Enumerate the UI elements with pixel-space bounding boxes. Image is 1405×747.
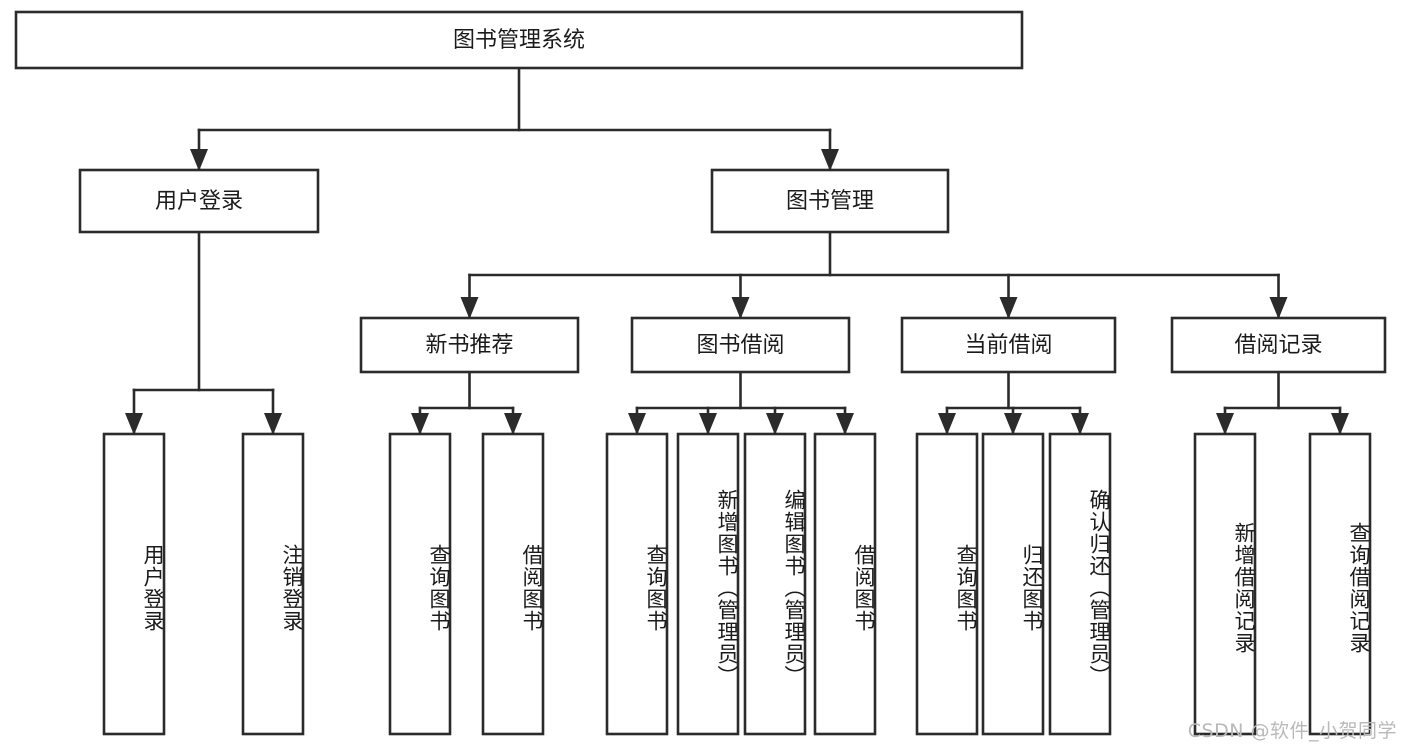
node-box-leaf-user-login [102, 432, 166, 736]
node-box-leaf-query-record [1308, 432, 1372, 736]
node-label-new-book-rec: 新书推荐 [425, 333, 513, 358]
node-box-current-borrow [900, 316, 1117, 374]
node-label-book-borrow: 图书借阅 [696, 333, 784, 358]
arrow-head [125, 413, 143, 435]
arrow-head [460, 297, 479, 319]
node-box-new-book-rec [359, 316, 580, 374]
arrow-head [731, 297, 750, 319]
arrow-head [1071, 413, 1089, 435]
node-box-leaf-confirm-return [1048, 432, 1112, 736]
arrow-head [766, 413, 784, 435]
node-box-leaf-add-record [1193, 432, 1257, 736]
arrow-head [999, 297, 1018, 319]
connector-layer [125, 66, 1349, 435]
node-box-borrow-record [1170, 316, 1387, 374]
arrow-head [1269, 297, 1288, 319]
arrow-head [504, 413, 522, 435]
arrow-head [938, 413, 956, 435]
arrow-head [836, 413, 854, 435]
watermark: CSDN @软件_小贺同学 [1187, 720, 1397, 742]
arrow-head [190, 149, 208, 171]
arrow-head [1004, 413, 1022, 435]
arrow-head [628, 413, 646, 435]
node-box-layer [14, 10, 1387, 736]
node-box-root [14, 10, 1024, 70]
node-box-leaf-query-book-rec [388, 432, 452, 736]
arrow-head [1216, 413, 1234, 435]
node-box-leaf-borrow-book-bb [813, 432, 877, 736]
node-label-book-manage: 图书管理 [786, 189, 874, 214]
node-label-user-login: 用户登录 [155, 189, 243, 214]
node-box-leaf-edit-book [743, 432, 807, 736]
arrow-head [821, 149, 839, 171]
node-box-leaf-return-book [981, 432, 1045, 736]
node-box-leaf-query-book-bb [605, 432, 669, 736]
node-box-user-login [78, 168, 320, 234]
node-box-leaf-borrow-book-rec [481, 432, 545, 736]
arrow-head [699, 413, 717, 435]
node-box-book-borrow [630, 316, 851, 374]
node-box-book-manage [710, 168, 950, 234]
node-label-current-borrow: 当前借阅 [964, 333, 1052, 358]
node-box-leaf-query-book-cb [915, 432, 979, 736]
arrow-head [1331, 413, 1349, 435]
node-label-root: 图书管理系统 [453, 28, 585, 53]
arrow-head [264, 413, 282, 435]
arrow-head [411, 413, 429, 435]
node-label-borrow-record: 借阅记录 [1234, 333, 1322, 358]
node-box-leaf-add-book [676, 432, 740, 736]
node-box-leaf-user-logout [241, 432, 305, 736]
